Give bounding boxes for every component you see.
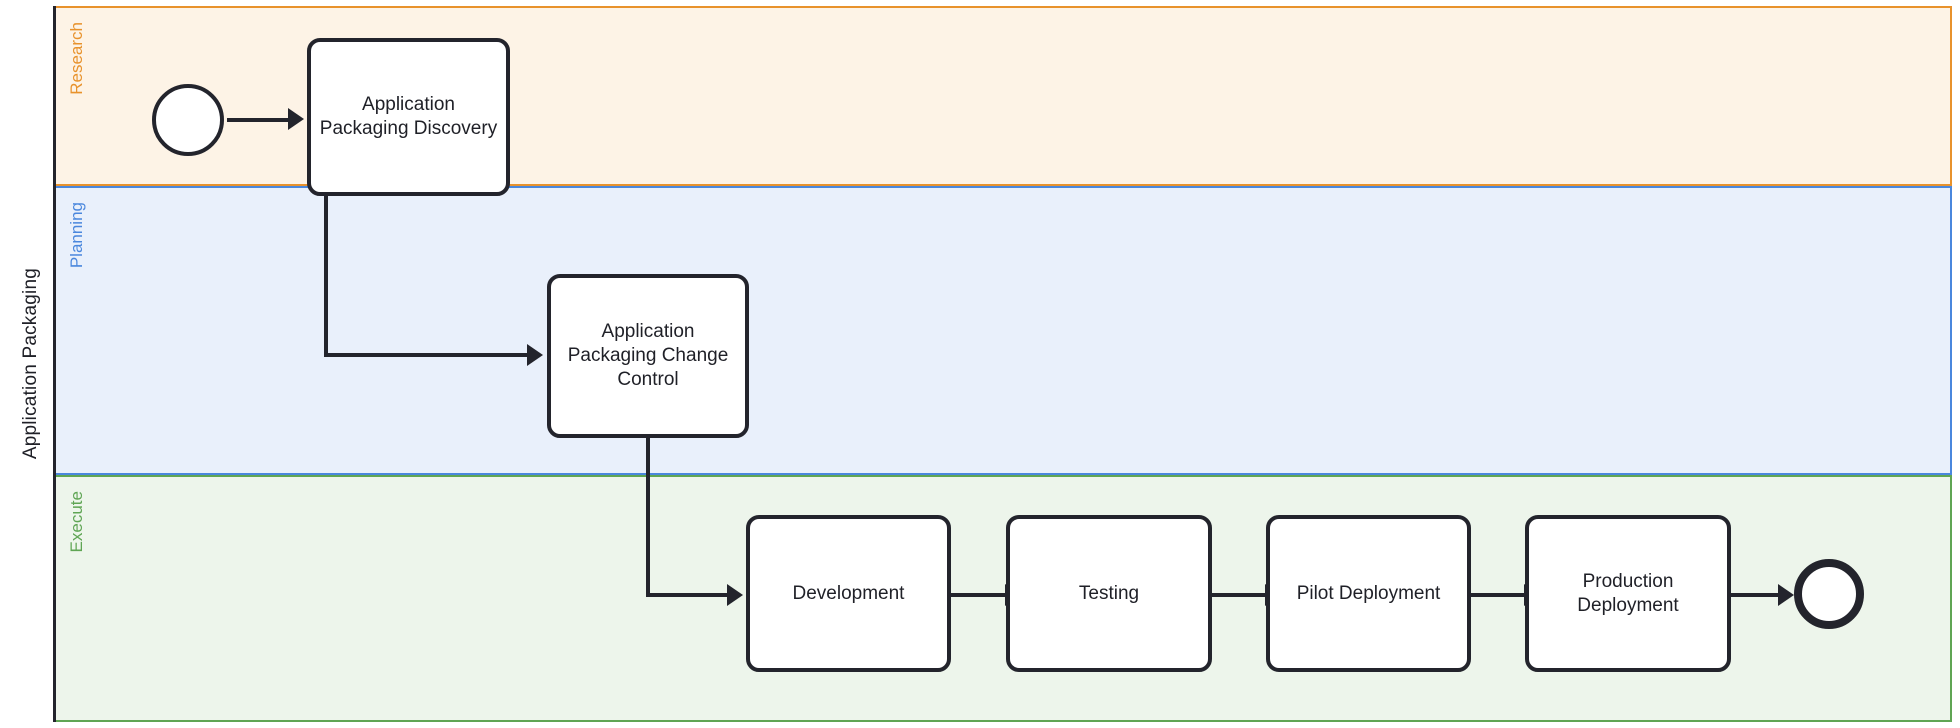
flow-change-to-development-hline	[646, 593, 730, 597]
lane-label-planning: Planning	[60, 188, 94, 473]
task-production-deployment-label: Production Deployment	[1577, 570, 1679, 616]
task-packaging-discovery-label: Application Packaging Discovery	[319, 94, 498, 139]
flow-production-to-end-arrow	[1778, 584, 1794, 606]
task-development-label: Development	[792, 582, 905, 604]
flow-change-to-development-arrow	[727, 584, 743, 606]
lane-label-execute: Execute	[60, 477, 94, 720]
pool-header[interactable]: Application Packaging	[8, 6, 56, 722]
task-production-deployment[interactable]: Production Deployment	[1525, 515, 1731, 672]
flow-pilot-to-production-line	[1470, 593, 1528, 597]
task-pilot-deployment[interactable]: Pilot Deployment	[1266, 515, 1471, 672]
flow-start-to-discovery-line	[227, 118, 289, 122]
lane-label-execute-text: Execute	[67, 491, 86, 553]
lane-label-research: Research	[60, 8, 94, 184]
flow-discovery-to-change-hline	[324, 353, 530, 357]
task-packaging-discovery[interactable]: Application Packaging Discovery	[307, 38, 510, 196]
task-testing-label: Testing	[1078, 582, 1140, 604]
flow-testing-to-pilot-line	[1211, 593, 1269, 597]
task-change-control[interactable]: Application Packaging Change Control	[547, 274, 749, 438]
end-event[interactable]	[1794, 559, 1864, 629]
lane-planning[interactable]: Planning	[56, 186, 1952, 475]
lane-label-planning-text: Planning	[67, 202, 86, 269]
flow-development-to-testing-line	[950, 593, 1010, 597]
flow-change-to-development-vline	[646, 436, 650, 597]
task-testing[interactable]: Testing	[1006, 515, 1212, 672]
flow-start-to-discovery-arrow	[288, 108, 304, 130]
flow-discovery-to-change-vline	[324, 194, 328, 357]
pool-label: Application Packaging	[19, 268, 41, 460]
flow-discovery-to-change-arrow	[527, 344, 543, 366]
flow-production-to-end-line	[1730, 593, 1782, 597]
start-event[interactable]	[152, 84, 224, 156]
task-pilot-deployment-label: Pilot Deployment	[1296, 582, 1441, 604]
lane-label-research-text: Research	[67, 22, 86, 95]
task-development[interactable]: Development	[746, 515, 951, 672]
task-change-control-label: Application Packaging Change Control	[567, 321, 729, 390]
